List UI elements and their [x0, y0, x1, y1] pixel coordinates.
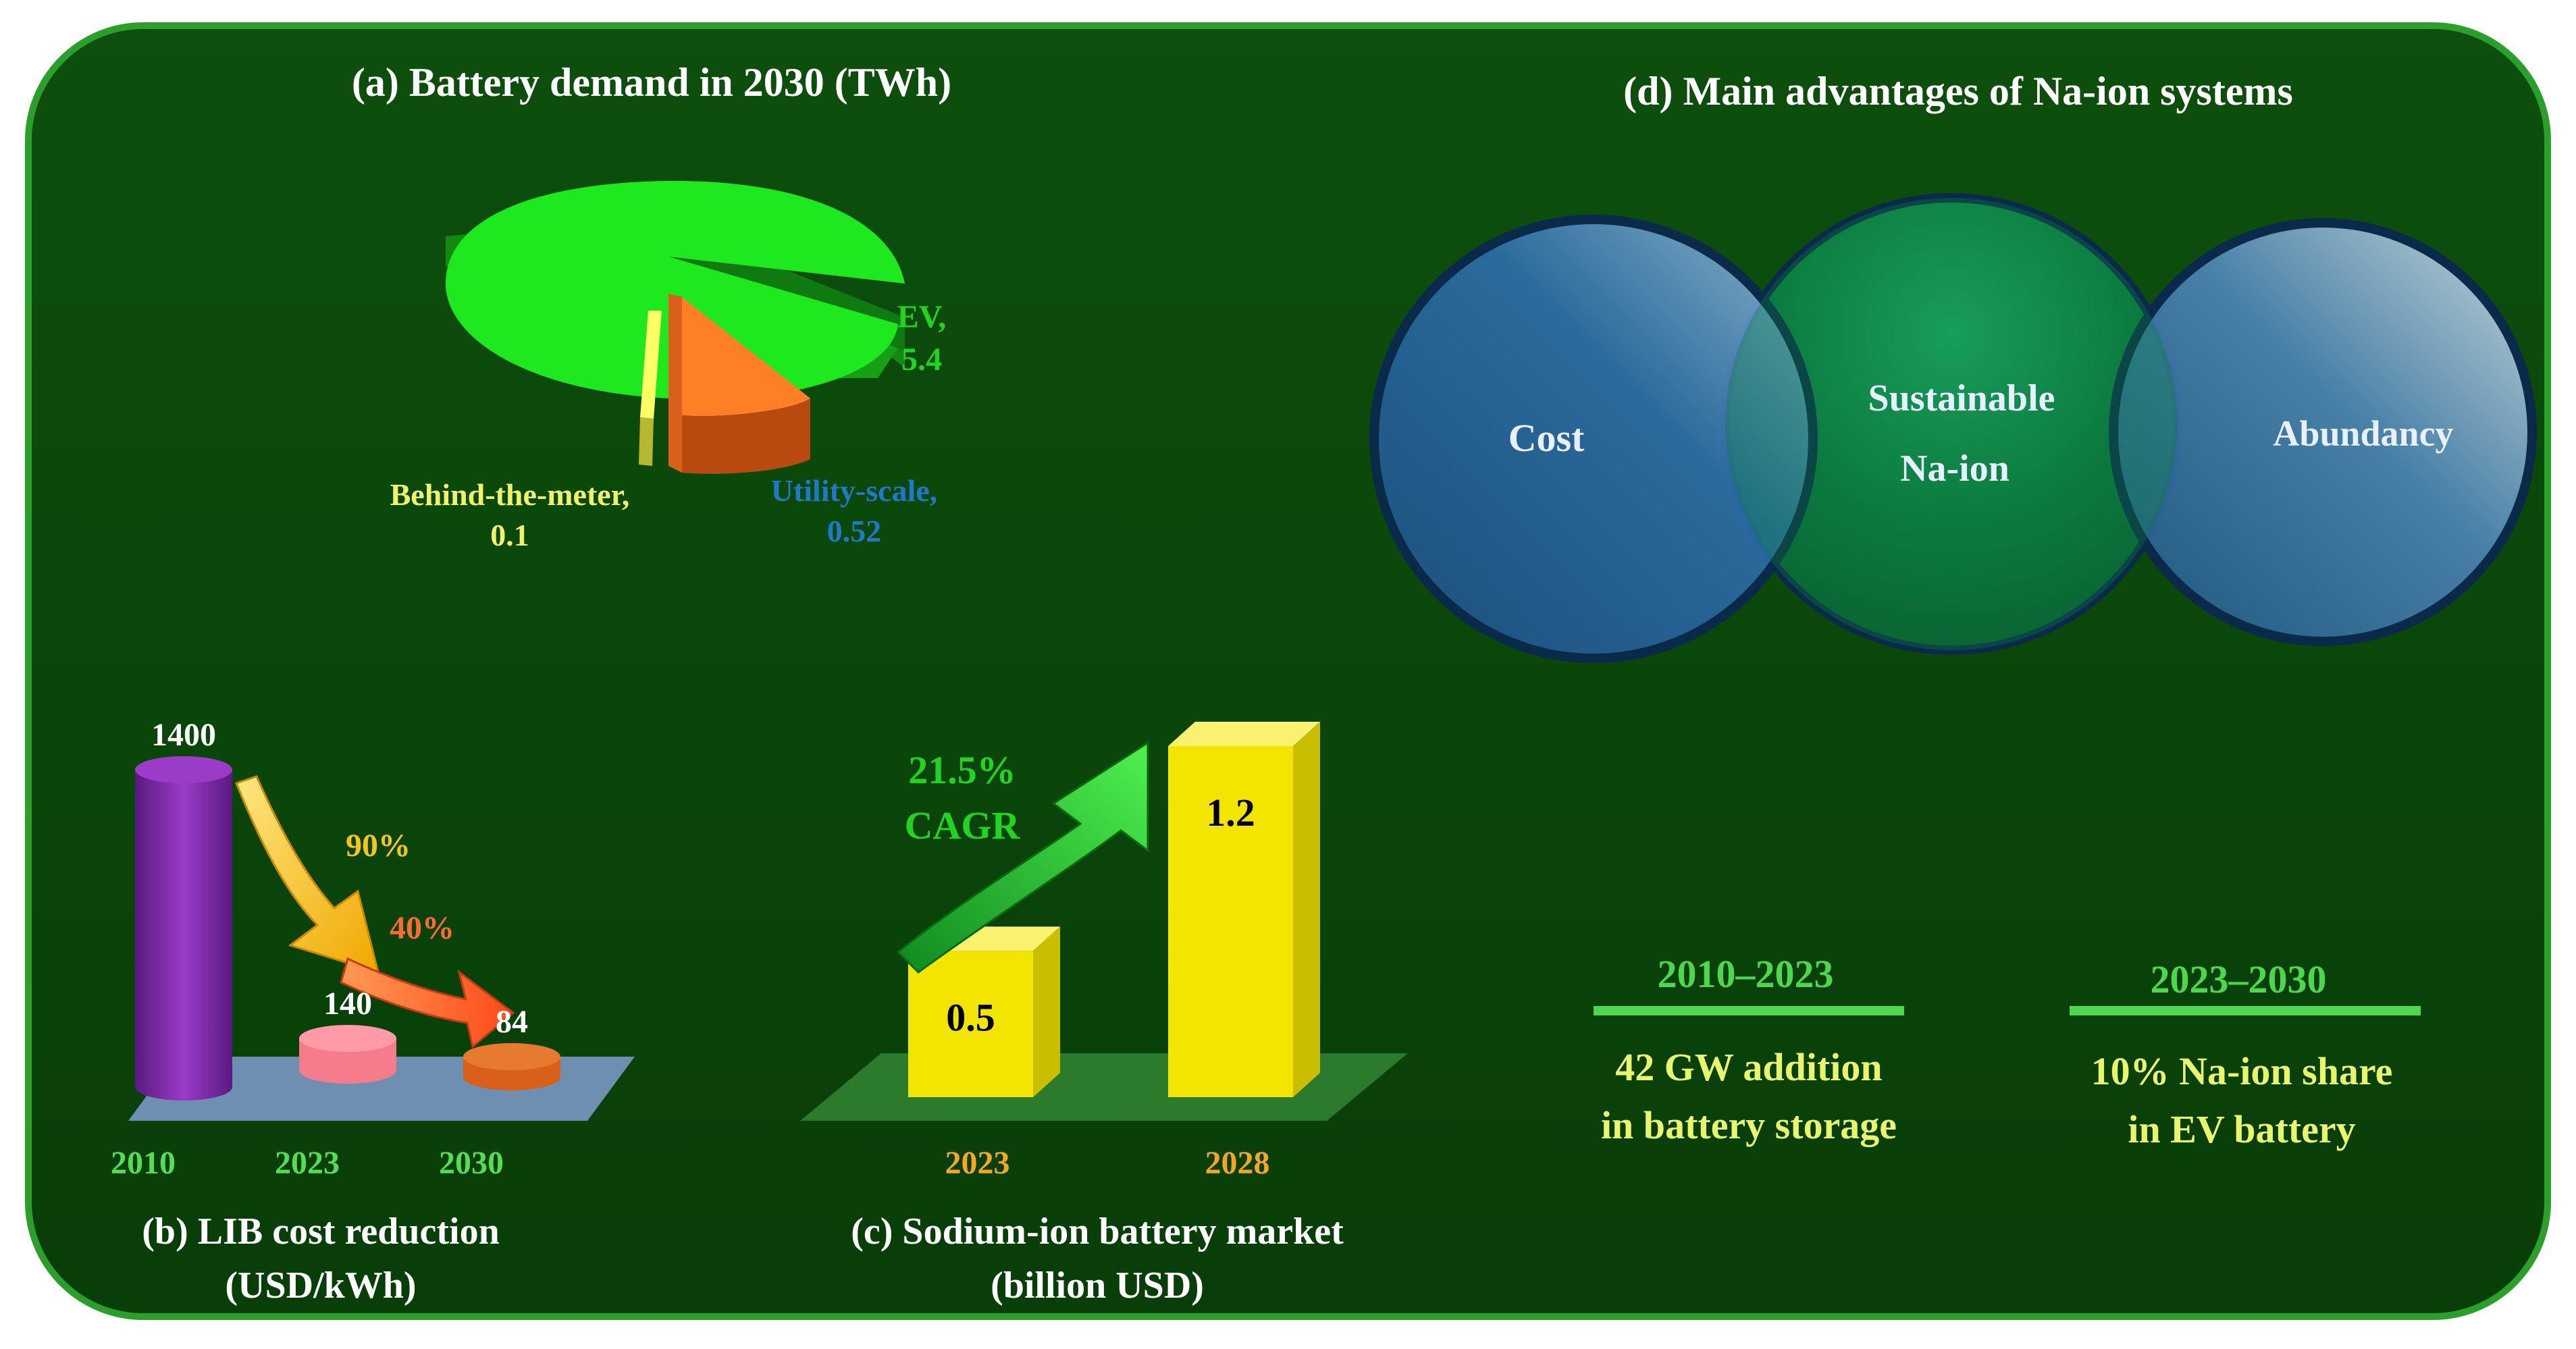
milestone-2-line2: in EV battery: [2128, 1107, 2355, 1151]
annotation-40: 40%: [390, 910, 454, 946]
venn-right-label: Abundancy: [2273, 413, 2453, 454]
venn-center-line1: Sustainable: [1868, 377, 2055, 419]
sodium-bar-2023: [908, 926, 1060, 1097]
venn-diagram: [1369, 193, 2537, 663]
venn-overlap: [1725, 198, 2178, 650]
sodium-bar-front: [1168, 746, 1293, 1097]
sodium-bar-side: [1293, 722, 1320, 1097]
pie-slice-utility-side: [682, 398, 810, 474]
lib-bar-2030: [463, 1043, 560, 1090]
cagr-arrow-icon: [896, 741, 1149, 974]
lib-bar-2010: [135, 756, 232, 1101]
lib-bar-top: [299, 1025, 396, 1052]
lib-bar-bottom: [135, 1074, 232, 1101]
venn-title: (d) Main advantages of Na-ion systems: [1623, 69, 2293, 113]
sodium-value-label: 0.5: [946, 995, 995, 1039]
arrow-90-icon: [235, 775, 380, 974]
utility-label: Utility-scale,: [771, 473, 938, 508]
venn-left-label: Cost: [1508, 416, 1585, 460]
pie-chart-title: (a) Battery demand in 2030 (TWh): [352, 60, 951, 105]
lib-cost-chart: [128, 756, 635, 1121]
venn-center-line2: Na-ion: [1900, 448, 2009, 490]
milestone-1-line2: in battery storage: [1601, 1103, 1897, 1147]
sodium-market-chart: [800, 722, 1408, 1121]
sodium-value-label: 1.2: [1206, 791, 1255, 835]
pie-slice-utility-scale: [682, 297, 810, 417]
venn-circle-left: [1369, 215, 1818, 663]
cagr-label: CAGR: [905, 803, 1021, 847]
sodium-bar-side: [1033, 926, 1060, 1097]
venn-circle-right: [2109, 218, 2537, 646]
milestone-2-line1: 10% Na-ion share: [2091, 1049, 2393, 1093]
cagr-percent: 21.5%: [908, 748, 1016, 792]
lib-bar-bottom: [463, 1063, 560, 1090]
sodium-bar-top: [1168, 722, 1320, 746]
lib-bar-top: [135, 756, 232, 783]
milestone-1-line1: 42 GW addition: [1615, 1045, 1882, 1089]
lib-value-label: 140: [323, 986, 372, 1022]
lib-value-label: 1400: [151, 717, 216, 753]
sodium-chart-title: (c) Sodium-ion battery market: [851, 1211, 1344, 1252]
sodium-year-label: 2028: [1205, 1145, 1270, 1181]
sodium-chart-subtitle: (billion USD): [991, 1265, 1204, 1306]
pie-slice-utility-edge: [668, 294, 682, 473]
milestone-line-1: [1594, 1006, 1904, 1015]
lib-chart-subtitle: (USD/kWh): [225, 1265, 416, 1306]
pie-slice-behind-the-meter: [640, 311, 662, 419]
pie-chart: [446, 180, 905, 474]
lib-bar-bottom: [299, 1057, 396, 1084]
lib-year-label: 2030: [439, 1145, 504, 1181]
lib-bar-2023: [299, 1025, 396, 1084]
pie-slice-ev: [446, 180, 905, 400]
behind-meter-label: Behind-the-meter,: [390, 477, 630, 512]
lib-bar-body: [135, 770, 232, 1087]
behind-meter-value: 0.1: [490, 518, 529, 552]
lib-value-label: 84: [496, 1004, 528, 1040]
lib-year-label: 2010: [111, 1145, 176, 1181]
sodium-bar-2028: [1168, 722, 1320, 1097]
milestone-line-2: [2070, 1006, 2421, 1015]
milestone-2-period: 2023–2030: [2151, 957, 2327, 1001]
ev-label: EV,: [897, 299, 947, 335]
sodium-bar-front: [908, 951, 1033, 1097]
lib-year-label: 2023: [275, 1145, 340, 1181]
lib-chart-title: (b) LIB cost reduction: [142, 1211, 499, 1252]
arrow-40-icon: [340, 957, 515, 1049]
ev-value: 5.4: [901, 342, 942, 377]
pie-slice-behind-side: [639, 417, 654, 466]
sodium-year-label: 2023: [945, 1145, 1010, 1181]
utility-value: 0.52: [827, 514, 882, 548]
annotation-90: 90%: [346, 828, 411, 864]
milestone-1-period: 2010–2023: [1658, 952, 1834, 996]
lib-bar-top: [463, 1043, 560, 1070]
